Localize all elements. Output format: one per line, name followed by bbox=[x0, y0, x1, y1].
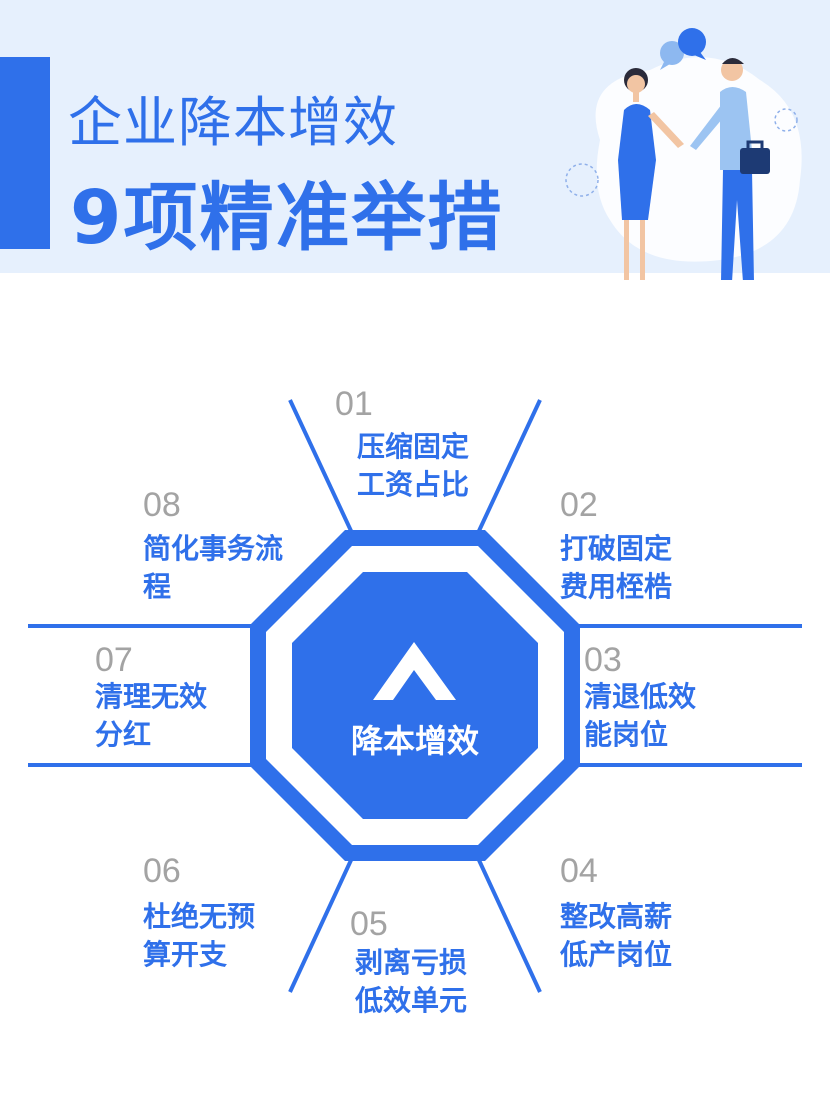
item-02-line1: 打破固定 bbox=[560, 532, 673, 565]
item-05-line1: 剥离亏损 bbox=[355, 946, 468, 979]
item-06-line2: 算开支 bbox=[143, 938, 228, 971]
inner-octagon bbox=[292, 572, 538, 819]
item-04-number: 04 bbox=[560, 852, 598, 890]
chevron-up-icon bbox=[373, 642, 456, 700]
item-07-line2: 分红 bbox=[95, 718, 152, 751]
item-01-line1: 压缩固定 bbox=[357, 430, 470, 463]
item-06-line1: 杜绝无预 bbox=[143, 900, 256, 933]
briefcase-icon bbox=[740, 140, 770, 174]
wedge-line bbox=[476, 857, 542, 993]
center-label: 降本增效 bbox=[350, 722, 479, 760]
wedge-line bbox=[288, 399, 354, 534]
speech-bubble-icon bbox=[660, 28, 706, 70]
wedge-line bbox=[288, 857, 354, 993]
page-title: 企业降本增效 bbox=[68, 91, 398, 154]
handshake-illustration bbox=[565, 28, 802, 280]
item-08-line2: 程 bbox=[143, 570, 172, 603]
item-08-number: 08 bbox=[143, 486, 181, 524]
item-04-line2: 低产岗位 bbox=[560, 938, 673, 971]
page-subtitle: 9项精准举措 bbox=[70, 175, 504, 261]
item-02-line2: 费用桎梏 bbox=[560, 570, 673, 603]
item-06-number: 06 bbox=[143, 852, 181, 890]
item-02-number: 02 bbox=[560, 486, 598, 524]
item-05-line2: 低效单元 bbox=[355, 984, 468, 1017]
item-07-number: 07 bbox=[95, 641, 133, 679]
item-07-line1: 清理无效 bbox=[95, 680, 208, 713]
item-01-line2: 工资占比 bbox=[357, 468, 470, 501]
item-03-line2: 能岗位 bbox=[584, 718, 669, 751]
item-04-line1: 整改高薪 bbox=[560, 900, 673, 933]
item-01-number: 01 bbox=[335, 385, 373, 423]
item-03-line1: 清退低效 bbox=[584, 680, 697, 713]
item-03-number: 03 bbox=[584, 641, 622, 679]
item-05-number: 05 bbox=[350, 905, 388, 943]
wedge-line bbox=[476, 399, 542, 534]
accent-bar bbox=[0, 57, 50, 249]
item-08-line1: 简化事务流 bbox=[143, 532, 284, 565]
